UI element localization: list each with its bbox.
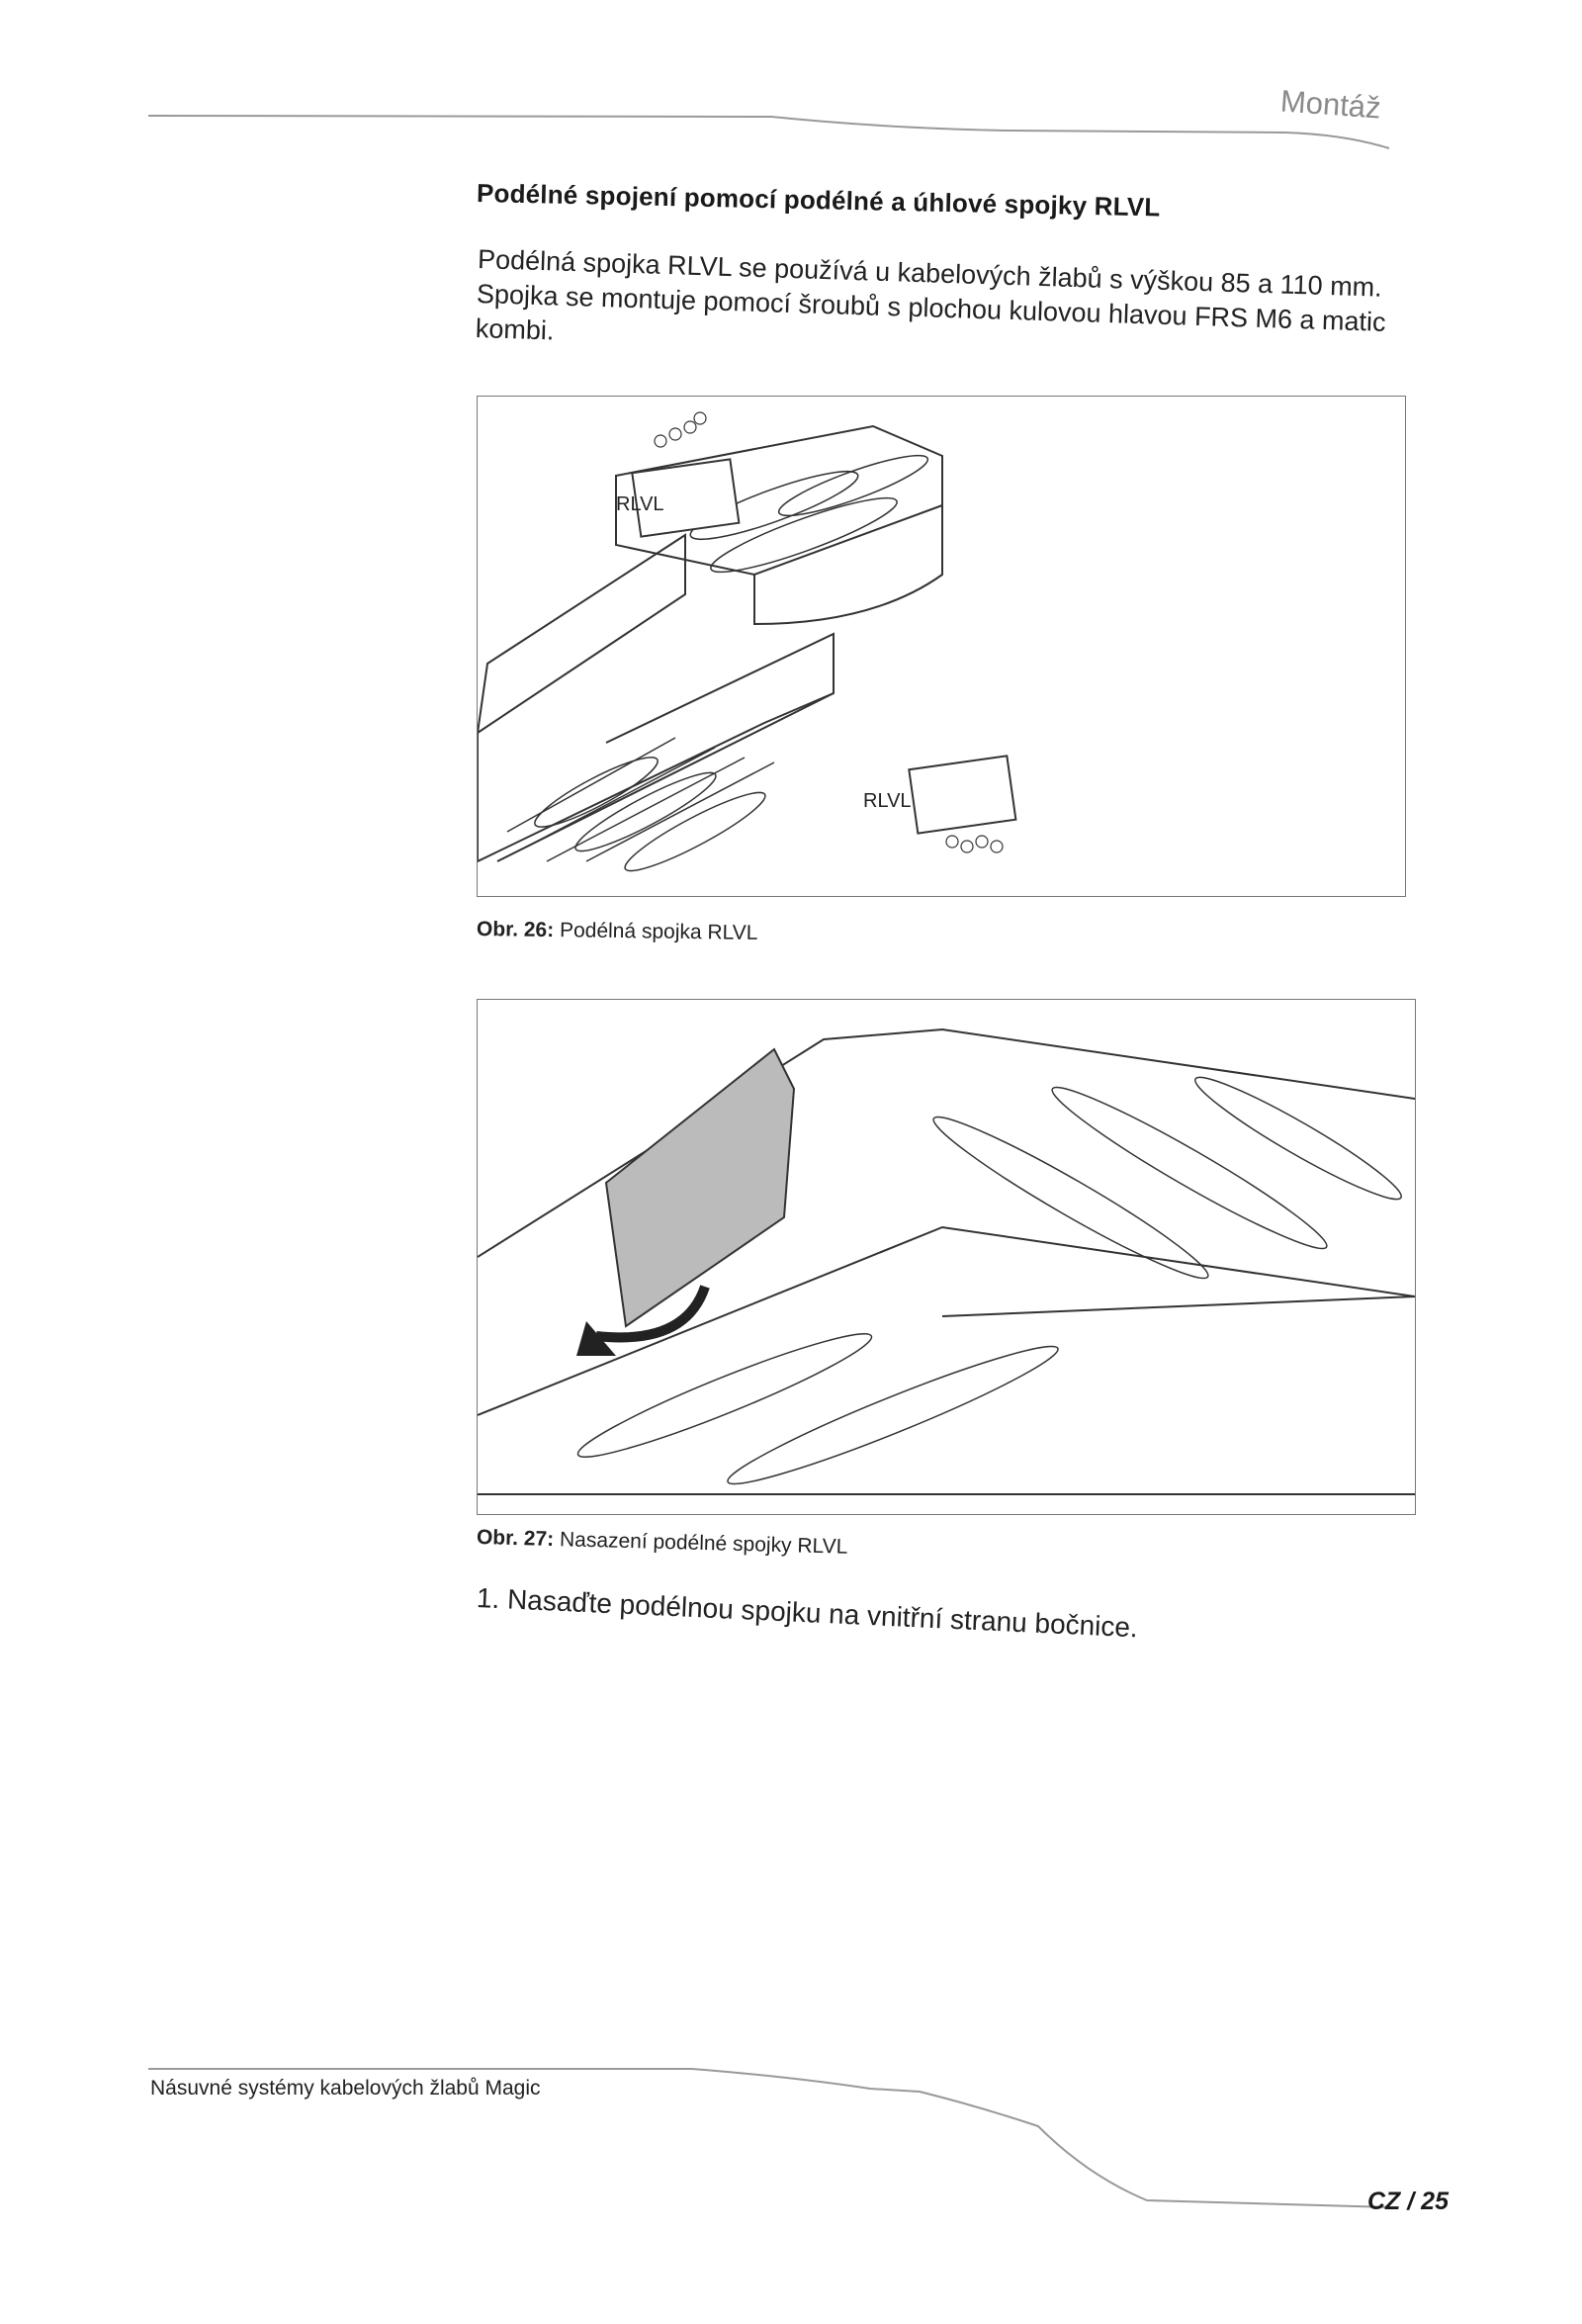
- figure-26: RLVL RLVL: [477, 396, 1406, 897]
- rlvl-label-a: RLVL: [616, 493, 664, 515]
- cable-tray-illustration: RLVL RLVL: [478, 411, 1017, 872]
- figure-27: [477, 999, 1416, 1515]
- page-number: CZ / 25: [1367, 2188, 1449, 2215]
- caption-number: Obr. 26:: [476, 918, 555, 942]
- footer-title: Násuvné systémy kabelových žlabů Magic: [150, 2077, 541, 2100]
- figure-26-caption: Obr. 26: Podélná spojka RLVL: [477, 918, 758, 945]
- connector-mounting-illustration: [478, 1028, 1415, 1495]
- step-number: 1.: [476, 1582, 501, 1615]
- caption-text: Podélná spojka RLVL: [559, 919, 758, 944]
- caption-number: Obr. 27:: [476, 1526, 555, 1552]
- section-title: Montáž: [1278, 83, 1382, 126]
- rlvl-label-b: RLVL: [863, 790, 912, 812]
